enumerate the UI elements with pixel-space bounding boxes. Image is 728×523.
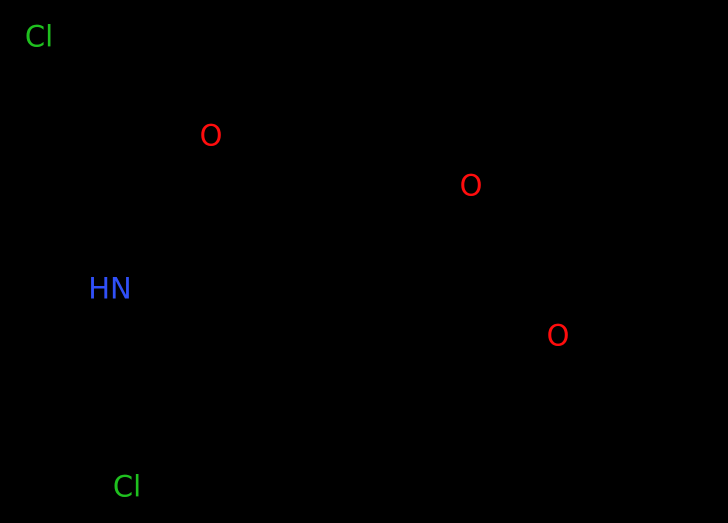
atom-chlorine-bottom: Cl (112, 469, 142, 504)
atom-chlorine-top: Cl (24, 19, 54, 54)
atom-oxygen-amide: O (199, 118, 223, 153)
atom-oxygen-ester: O (546, 318, 570, 353)
atom-oxygen-ester-carbonyl: O (459, 168, 483, 203)
atom-nitrogen-nh: HN (88, 271, 132, 306)
